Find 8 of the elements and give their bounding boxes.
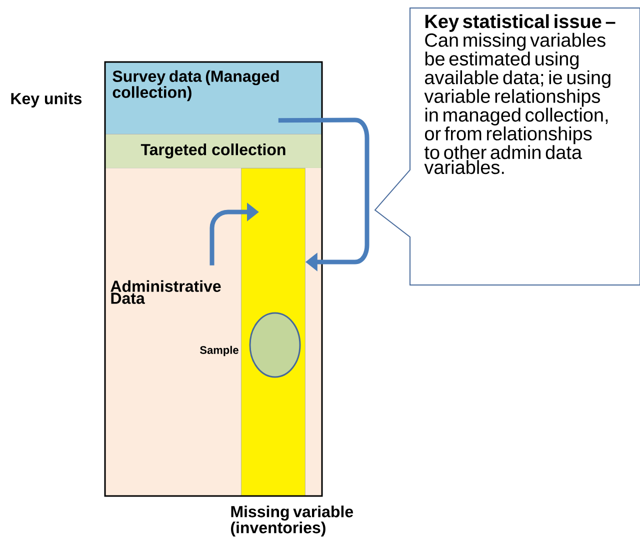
sample-ellipse — [249, 312, 301, 378]
callout-box: Key statistical issue – Can missing variables be estimated using available data; ie using variable relationships in managed collection, or from relationships to other admin data variables. — [374, 8, 640, 286]
side-label: Key units — [11, 92, 82, 108]
node-label: Missing variable (inventories) — [231, 506, 354, 536]
curved-arrow — [278, 118, 370, 272]
sample-label: Sample — [200, 346, 238, 356]
targeted-collection-box: Targeted collection — [105, 134, 322, 168]
survey-data-box: Survey data (Managed collection) — [105, 62, 322, 134]
